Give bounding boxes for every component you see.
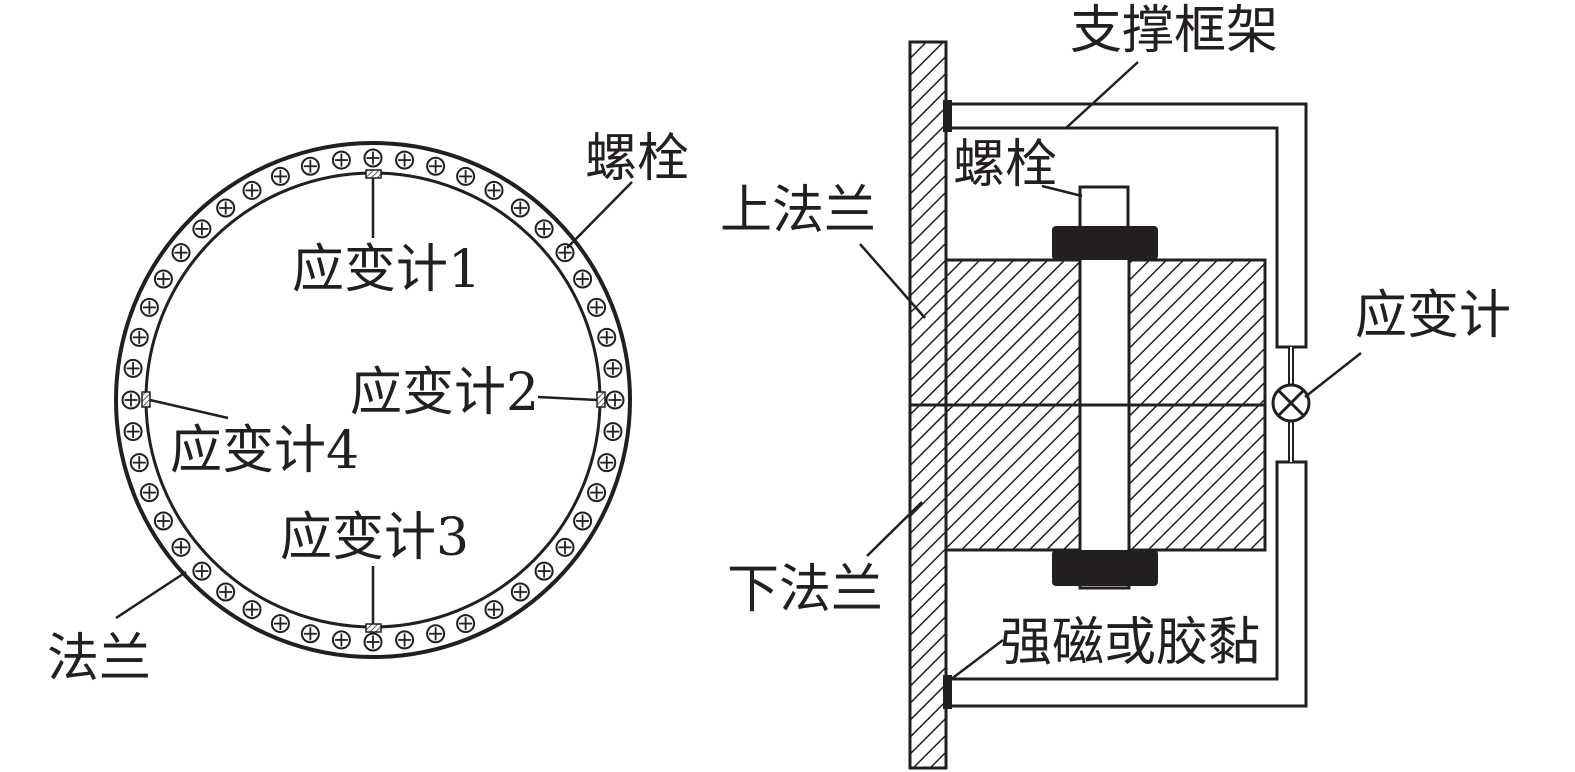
flange-leader	[115, 570, 187, 620]
strain-gauge-1-patch	[365, 169, 382, 179]
flange-ring-outer	[114, 141, 632, 659]
attach-leader	[949, 639, 1004, 681]
bolt-symbol	[171, 243, 191, 263]
flange-top-view: 应变计1 应变计2 应变计4 应变计3 螺栓 法兰	[47, 129, 689, 689]
flange-label: 法兰	[47, 629, 151, 689]
bolt-symbol	[605, 390, 625, 410]
bolt-symbol	[363, 632, 383, 652]
bolt-symbol	[426, 624, 446, 644]
bolt-label-left: 螺栓	[585, 129, 689, 189]
bolt-symbol	[426, 156, 446, 176]
bolt-symbol	[300, 156, 320, 176]
support-frame-label: 支撑框架	[1070, 1, 1278, 61]
lower-flange-leader	[866, 501, 923, 557]
bolt-symbol	[484, 600, 504, 620]
bolt-symbol	[555, 243, 575, 263]
bolt-symbol	[331, 630, 351, 650]
bolt-symbol	[121, 390, 141, 410]
bolt-symbol	[192, 219, 212, 239]
bolt-symbol	[484, 180, 504, 200]
bolt-symbol	[555, 537, 575, 557]
bolt-symbol	[129, 453, 149, 473]
strain-gauge-4-leader	[149, 398, 229, 420]
attach-label: 强磁或胶黏	[1000, 613, 1260, 673]
bolt-symbol	[139, 483, 159, 503]
bolt-symbol	[456, 166, 476, 186]
bolt-symbol	[573, 269, 593, 289]
bolt-symbol	[395, 150, 415, 170]
bolt-symbol	[603, 358, 623, 378]
bolt-symbol	[123, 358, 143, 378]
strain-gauge-cross-b	[1276, 388, 1306, 418]
lower-flange-label: 下法兰	[727, 560, 883, 620]
bolt-symbol	[395, 630, 415, 650]
bolt-symbol	[171, 537, 191, 557]
bolt-symbol	[363, 148, 383, 168]
bolt-symbol	[216, 198, 236, 218]
bolt-symbol	[510, 582, 530, 602]
strain-gauge-3-label: 应变计3	[280, 508, 469, 568]
bolt-symbol	[534, 561, 554, 581]
bolt-symbol	[123, 422, 143, 442]
lower-attach-pad	[943, 675, 952, 709]
bolt-symbol	[597, 327, 617, 347]
strain-gauge-1-label: 应变计1	[292, 240, 481, 300]
bolt-symbol	[153, 269, 173, 289]
bolt-symbol	[192, 561, 212, 581]
bolt-symbol	[242, 600, 262, 620]
upper-nut	[1052, 226, 1158, 260]
upper-flange-leader	[859, 243, 926, 319]
flange-section-view: 支撑框架 螺栓 上法兰 下法兰 应变计 强磁或胶黏	[720, 1, 1511, 770]
bolt-symbol	[456, 614, 476, 634]
strain-gauge-4-patch	[141, 391, 151, 408]
bolt-symbol	[510, 198, 530, 218]
strain-gauge-4-label: 应变计4	[170, 421, 359, 481]
bolt-symbol	[216, 582, 236, 602]
bolt-symbol	[153, 511, 173, 531]
upper-flange-label: 上法兰	[720, 181, 876, 241]
bolt-symbol	[603, 422, 623, 442]
frame-leader	[1065, 61, 1139, 129]
bolt-symbol	[139, 297, 159, 317]
bolt-symbol	[587, 297, 607, 317]
bolt-ring	[121, 148, 625, 652]
strain-gauge-2-leader	[537, 395, 598, 402]
bolt-symbol	[587, 483, 607, 503]
bolt-symbol	[270, 614, 290, 634]
strain-gauge-3-patch	[365, 623, 382, 633]
bolt-symbol	[534, 219, 554, 239]
gauge-leader	[1304, 352, 1362, 398]
bolt-symbol	[573, 511, 593, 531]
strain-gauge-2-label: 应变计2	[350, 363, 539, 423]
bolt-symbol	[300, 624, 320, 644]
bolt-symbol	[597, 453, 617, 473]
lower-nut	[1052, 550, 1158, 586]
bolt-label-right: 螺栓	[953, 135, 1057, 195]
bolt-symbol	[331, 150, 351, 170]
bolt-leader-left	[566, 181, 633, 249]
bolt-shank	[1078, 226, 1131, 590]
upper-attach-pad	[943, 100, 952, 132]
bolt-symbol	[270, 166, 290, 186]
bolt-symbol	[242, 180, 262, 200]
bolt-symbol	[129, 327, 149, 347]
strain-gauge-label-right: 应变计	[1355, 286, 1511, 346]
bolt-tip	[1078, 185, 1130, 230]
strain-gauge-2-patch	[596, 391, 606, 408]
bolt-leader-right	[1041, 184, 1083, 198]
